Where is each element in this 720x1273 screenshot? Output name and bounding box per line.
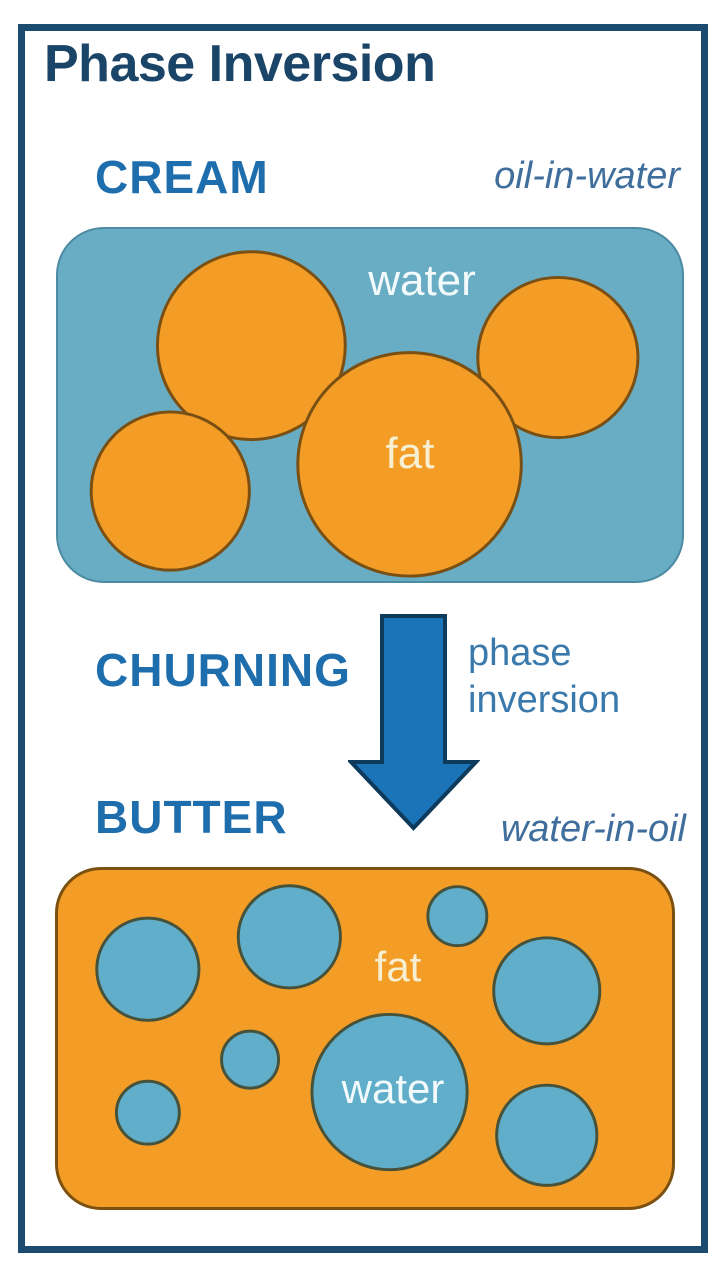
water-droplet [114,1079,181,1146]
water-droplet [492,936,602,1046]
water-droplet [220,1029,281,1090]
fat-droplet [296,351,523,578]
cream-droplet-phase-label: fat [385,429,435,478]
fat-droplet [155,250,347,442]
butter-emulsion-box: fat water [55,867,675,1210]
butter-droplet-phase-label: water [341,1065,445,1112]
water-droplet-layer [95,884,602,1187]
butter-heading: BUTTER [95,791,288,843]
page-title: Phase Inversion [44,35,436,93]
cream-continuous-phase-label: water [368,256,476,305]
fat-droplet [476,275,640,440]
fat-droplet [89,410,251,572]
phase-inversion-arrow-icon [348,614,480,831]
fat-droplet-layer [89,250,640,578]
butter-continuous-phase-label: fat [374,943,422,990]
churning-heading: CHURNING [95,644,351,696]
cream-heading: CREAM [95,151,269,203]
phase-inversion-label-line1: phase [468,632,572,674]
cream-emulsion-box: water fat [56,227,684,583]
phase-inversion-label-line2: inversion [468,679,621,721]
water-droplet [95,916,201,1022]
water-droplet [495,1083,599,1187]
butter-emulsion-type-label: water-in-oil [500,808,686,850]
cream-emulsion-type-label: oil-in-water [494,155,680,197]
water-droplet [426,885,489,948]
water-droplet [236,884,342,990]
water-droplet [310,1012,469,1172]
phase-inversion-label: phase inversion [468,630,620,724]
